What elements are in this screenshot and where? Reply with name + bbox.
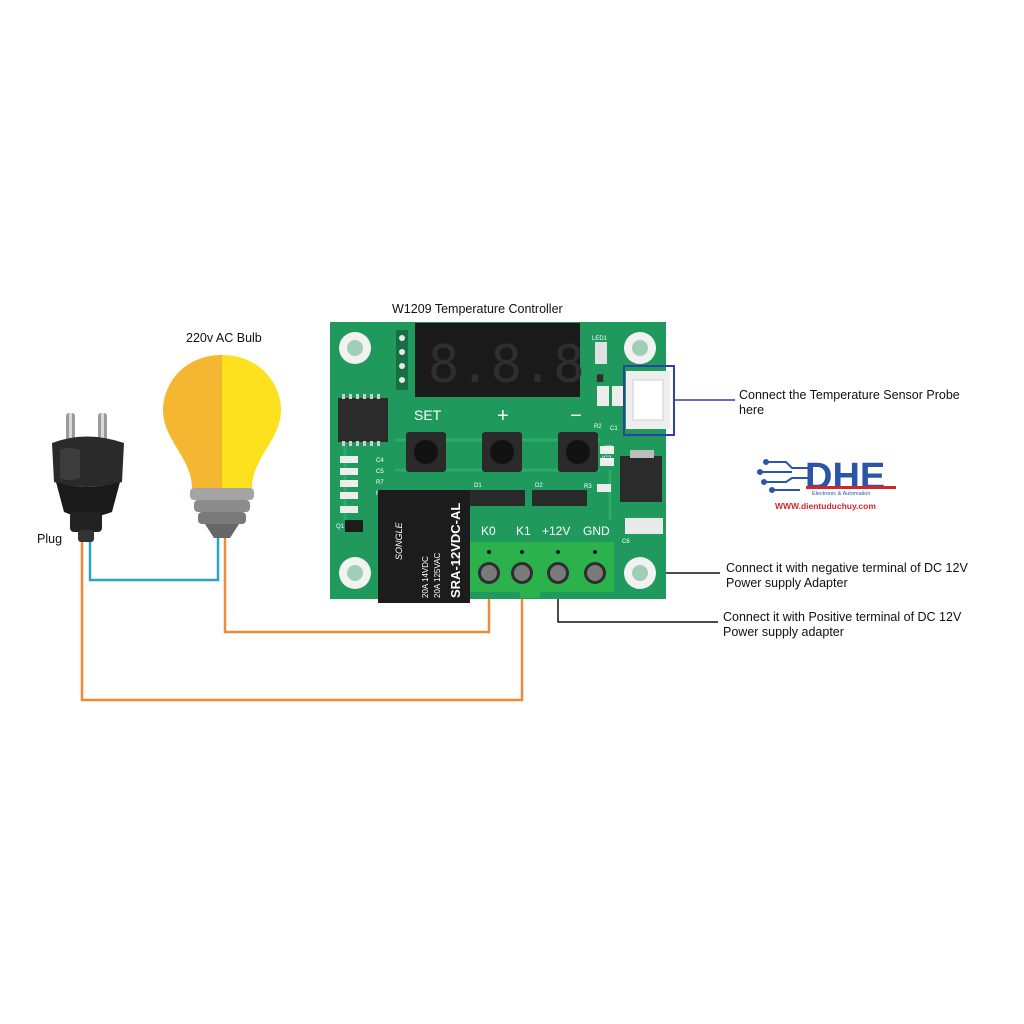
comp-c1: C1 <box>610 426 618 432</box>
comp-r3: R3 <box>584 484 592 490</box>
comp-r2: R2 <box>594 424 602 430</box>
bulb-label: 220v AC Bulb <box>186 331 262 345</box>
led-label: LED1 <box>592 336 608 342</box>
comp-c7: C7 <box>604 446 612 452</box>
terminal-k1-label: K1 <box>516 524 531 538</box>
mounting-holes <box>339 332 656 589</box>
logo-website: WWW.dientuduchuy.com <box>775 501 876 511</box>
comp-ic2: IC2 <box>602 456 612 462</box>
wires <box>80 535 524 702</box>
sensor-note-line-2: here <box>739 403 765 417</box>
logo-tagline: Electronic & Automation <box>812 491 870 497</box>
comp-c4: C4 <box>376 458 384 464</box>
diodes: D1 D2 <box>470 483 587 506</box>
relay: SRA-12VDC-AL SONGLE 20A 14VDC 20A 125VAC <box>378 490 470 603</box>
button-plus[interactable] <box>482 432 522 472</box>
relay-brand-label: SONGLE <box>394 521 404 560</box>
positive-note-line-2: Power supply adapter <box>723 625 844 639</box>
blue-wire-plug-to-bulb <box>88 535 220 582</box>
button-minus-label: − <box>570 405 582 427</box>
sensor-note-line-1: Connect the Temperature Sensor Probe <box>739 388 960 402</box>
comp-q1: Q1 <box>336 524 345 530</box>
svg-text:8.8.8.: 8.8.8. <box>428 335 616 395</box>
comp-c6: C6 <box>622 539 630 545</box>
logo-brand-text: DHE <box>805 456 885 498</box>
terminal-12v-label: +12V <box>542 524 570 538</box>
orange-wire-bulb-to-k0 <box>223 535 491 634</box>
comp-c5: C5 <box>376 469 384 475</box>
svg-text:20A 14VDC: 20A 14VDC <box>421 556 430 598</box>
comp-r7: R7 <box>376 480 384 486</box>
svg-text:D1: D1 <box>474 483 482 489</box>
controller-title: W1209 Temperature Controller <box>392 302 563 316</box>
negative-note-line-1: Connect it with negative terminal of DC … <box>726 561 968 575</box>
orange-wire-plug-to-k1 <box>80 540 524 702</box>
svg-text:D2: D2 <box>535 483 543 489</box>
button-set-label: SET <box>414 407 442 423</box>
terminal-block[interactable] <box>470 542 614 598</box>
plug-icon <box>52 413 124 542</box>
plug-label: Plug <box>37 532 63 546</box>
seven-segment-display: 8.8.8. <box>415 323 616 397</box>
negative-note-line-2: Power supply Adapter <box>726 576 848 590</box>
relay-model-label: SRA-12VDC-AL <box>448 503 463 598</box>
button-plus-label: + <box>497 405 509 427</box>
circuit-icon <box>757 459 808 493</box>
svg-text:20A 125VAC: 20A 125VAC <box>433 553 442 598</box>
positive-note-line-1: Connect it with Positive terminal of DC … <box>723 610 962 624</box>
button-set[interactable] <box>406 432 446 472</box>
w1209-board: 8.8.8. LED1 SET + − <box>330 322 675 603</box>
terminal-gnd-label: GND <box>583 524 610 538</box>
terminal-k0-label: K0 <box>481 524 496 538</box>
bulb-icon <box>163 355 281 538</box>
dhe-logo: DHE Electronic & Automation WWW.dientudu… <box>757 456 896 511</box>
sensor-connector[interactable] <box>623 365 675 436</box>
button-minus[interactable] <box>558 432 598 472</box>
